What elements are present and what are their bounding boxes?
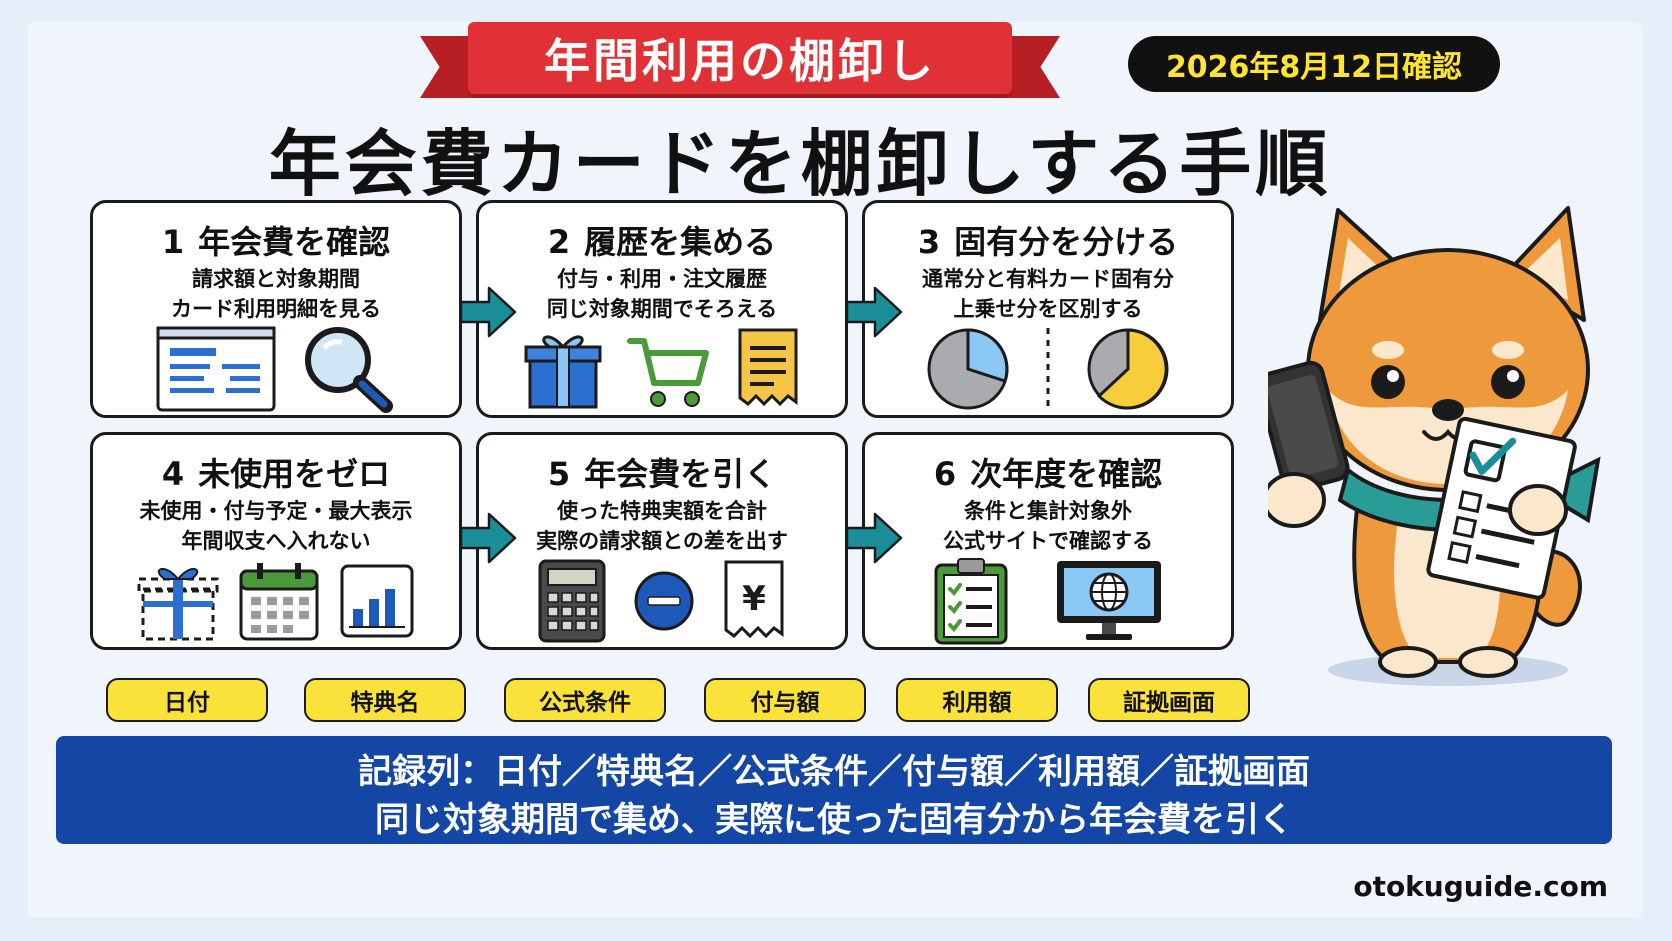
arrow-right-icon (845, 512, 903, 564)
step-line-1: 使った特典実額を合計 (557, 499, 767, 523)
statement-icon (156, 326, 276, 412)
step-number: 5 (547, 455, 571, 493)
tag-evidence-screen: 証拠画面 (1088, 678, 1250, 722)
step-line-2: 同じ対象期間でそろえる (546, 297, 778, 321)
arrow-right-icon (459, 286, 517, 338)
step-number: 4 (161, 455, 185, 493)
tag-date: 日付 (106, 678, 268, 722)
summary-line-2: 同じ対象期間で集め、実際に使った固有分から年会費を引く (375, 800, 1293, 840)
step-line-2: カード利用明細を見る (171, 297, 381, 321)
summary-bar: 記録列：日付／特典名／公式条件／付与額／利用額／証拠画面 同じ対象期間で集め、実… (56, 736, 1612, 844)
step-card-3: 3 固有分を分ける 通常分と有料カード固有分 上乗せ分を区別する (862, 200, 1234, 418)
step-number: 2 (547, 223, 571, 261)
pie-chart-yellow-icon (1087, 328, 1169, 410)
tag-official-conditions: 公式条件 (504, 678, 666, 722)
tag-benefit-name: 特典名 (304, 678, 466, 722)
step-line-1: 通常分と有料カード固有分 (922, 267, 1174, 291)
step-title-text: 未使用をゼロ (198, 455, 391, 493)
step-card-1: 1 年会費を確認 請求額と対象期間 カード利用明細を見る (90, 200, 462, 418)
step-card-2: 2 履歴を集める 付与・利用・注文履歴 同じ対象期間でそろえる (476, 200, 848, 418)
step-title: 2 履歴を集める (479, 217, 845, 263)
clipboard-checklist-icon (934, 558, 1008, 645)
shiba-dog-with-phone-and-checklist-icon (1268, 206, 1601, 686)
gift-icon (524, 335, 602, 409)
step-title-text: 固有分を分ける (954, 223, 1179, 261)
step-number: 1 (161, 223, 185, 261)
calculator-icon (538, 559, 606, 643)
calendar-icon (239, 563, 319, 641)
receipt-icon (738, 328, 798, 407)
step-card-6: 6 次年度を確認 条件と集計対象外 公式サイトで確認する (862, 432, 1234, 650)
page-title: 年会費カードを棚卸しする手順 (268, 121, 1332, 206)
pie-chart-blue-icon (927, 328, 1009, 410)
step-line-1: 条件と集計対象外 (964, 499, 1132, 523)
minus-icon (634, 571, 694, 631)
step-line-2: 実際の請求額との差を出す (536, 529, 788, 553)
step-title-text: 年会費を確認 (198, 223, 391, 261)
step-line-2: 年間収支へ入れない (181, 529, 371, 553)
step-line-2: 上乗せ分を区別する (953, 297, 1143, 321)
step-title: 6 次年度を確認 (865, 449, 1231, 495)
banner-label: 年間利用の棚卸し (468, 22, 1012, 94)
yen-receipt-icon: ¥ (724, 560, 784, 639)
step-title: 5 年会費を引く (479, 449, 845, 495)
step-line-1: 未使用・付与予定・最大表示 (139, 499, 413, 523)
step-number: 3 (917, 223, 941, 261)
bar-chart-icon (340, 564, 414, 638)
divider-dotted (1046, 328, 1050, 410)
step-line-1: 付与・利用・注文履歴 (557, 267, 767, 291)
step-title-text: 次年度を確認 (970, 455, 1163, 493)
magnifier-icon (305, 327, 393, 413)
banner: 年間利用の棚卸し (420, 18, 1060, 108)
tag-used-amount: 利用額 (896, 678, 1058, 722)
step-title: 3 固有分を分ける (865, 217, 1231, 263)
globe-monitor-icon (1057, 561, 1161, 640)
summary-line-1: 記録列：日付／特典名／公式条件／付与額／利用額／証拠画面 (358, 752, 1310, 792)
tag-granted-amount: 付与額 (704, 678, 866, 722)
step-number: 6 (933, 455, 957, 493)
arrow-right-icon (845, 286, 903, 338)
step-line-1: 請求額と対象期間 (192, 267, 360, 291)
gift-outline-icon (137, 567, 219, 641)
step-title-text: 履歴を集める (584, 223, 777, 261)
step-card-5: 5 年会費を引く 使った特典実額を合計 実際の請求額との差を出す ¥ (476, 432, 848, 650)
step-title-text: 年会費を引く (584, 455, 777, 493)
footer-url: otokuguide.com (1353, 870, 1608, 903)
step-card-4: 4 未使用をゼロ 未使用・付与予定・最大表示 年間収支へ入れない (90, 432, 462, 650)
step-title: 4 未使用をゼロ (93, 449, 459, 495)
arrow-right-icon (459, 512, 517, 564)
date-badge: 2026年8月12日確認 (1128, 36, 1500, 92)
step-title: 1 年会費を確認 (93, 217, 459, 263)
cart-icon (627, 338, 709, 407)
svg-text:¥: ¥ (742, 579, 766, 619)
step-line-2: 公式サイトで確認する (943, 529, 1153, 553)
